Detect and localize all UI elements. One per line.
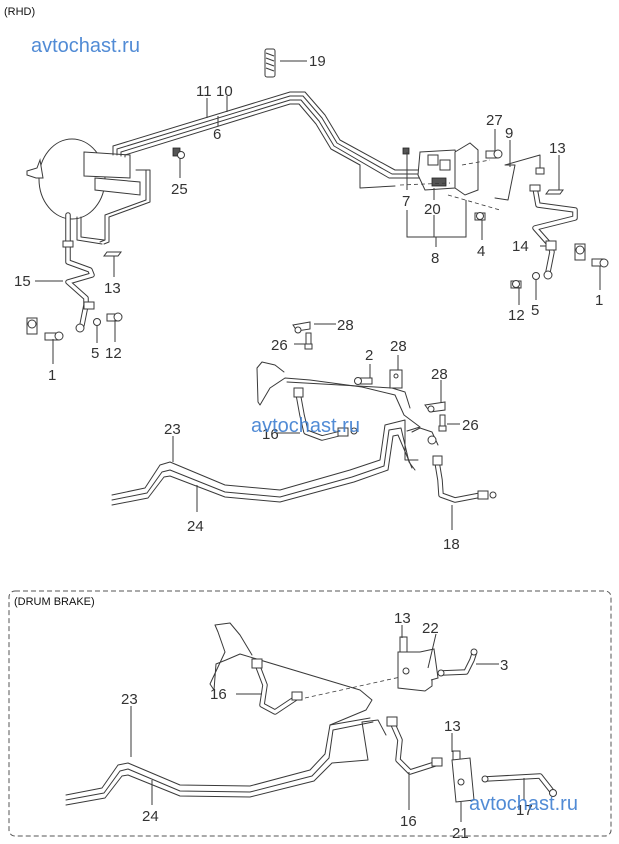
callout-25: 25 [171,181,188,198]
callout-28: 28 [431,366,448,383]
callout-13: 13 [104,280,121,297]
callout-13: 13 [444,718,461,735]
callout-15: 15 [14,273,31,290]
callout-16: 16 [400,813,417,830]
watermark-bottom: avtochast.ru [469,793,578,815]
callout-13: 13 [394,610,411,627]
callout-23: 23 [121,691,138,708]
callout-1: 1 [48,367,56,384]
brake-booster [26,138,141,220]
callout-21: 21 [452,825,469,842]
callout-2: 2 [365,347,373,364]
callout-20: 20 [424,201,441,218]
rear-clips-bolts [292,321,447,432]
callout-28: 28 [390,338,407,355]
callout-26: 26 [462,417,479,434]
callout-5: 5 [531,302,539,319]
callout-7: 7 [402,193,410,210]
bolt-27 [485,149,503,159]
rear-hoses-disc [293,387,497,503]
callout-16: 16 [210,686,227,703]
callout-1: 1 [595,292,603,309]
callout-16: 16 [262,426,279,443]
brake-hose-15 [62,212,95,333]
callout-11: 11 [196,83,212,100]
leader-lines-rear [172,323,460,530]
callout-19: 19 [309,53,326,70]
callout-8: 8 [431,250,439,267]
brake-tube-bundle [76,91,421,245]
callout-5: 5 [91,345,99,362]
callout-9: 9 [505,125,513,142]
callouts-top: 19 11 10 6 25 27 9 13 7 20 8 4 14 1 12 5… [14,53,603,384]
brake-hose-14 [529,184,578,280]
callout-18: 18 [443,536,460,553]
plate-13-left [103,251,122,257]
drum-brake-frame [8,590,612,837]
hardware-top-left [26,147,185,341]
leader-lines-top [35,60,601,364]
watermark-middle: avtochast.ru [251,415,360,437]
callout-6: 6 [213,126,221,143]
plate-13-top [545,189,564,195]
callout-17: 17 [516,802,533,819]
drum-hoses [251,658,443,775]
section-title-rhd: (RHD) [4,6,35,18]
drum-tubes-3-17 [437,648,557,797]
callout-22: 22 [422,620,439,637]
hardware-top-right [474,212,609,289]
callout-12: 12 [105,345,122,362]
callout-23: 23 [164,421,181,438]
watermark-top: avtochast.ru [31,35,140,57]
spring-19 [264,48,276,78]
callout-24: 24 [187,518,204,535]
callout-24: 24 [142,808,159,825]
callouts-drum: 13 22 3 16 23 13 24 16 21 17 [121,610,533,842]
callout-4: 4 [477,243,485,260]
callout-28: 28 [337,317,354,334]
callouts-rear: 28 26 2 28 28 26 16 23 24 18 [164,317,479,553]
callout-13: 13 [549,140,566,157]
callout-10: 10 [216,83,233,100]
callout-26: 26 [271,337,288,354]
section-title-drum: (DRUM BRAKE) [14,596,95,608]
callout-14: 14 [512,238,529,255]
callout-12: 12 [508,307,525,324]
drum-tubes [65,622,387,806]
leader-lines-drum [130,625,525,822]
callout-3: 3 [500,657,508,674]
callout-27: 27 [486,112,503,129]
proportioning-valve [399,142,501,211]
